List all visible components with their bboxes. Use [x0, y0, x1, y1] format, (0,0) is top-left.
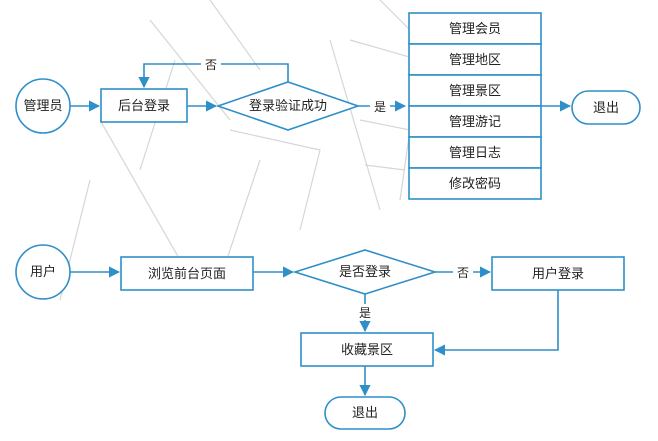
admin-start-label: 管理员	[23, 99, 62, 114]
admin-no-label: 否	[205, 58, 217, 72]
admin-login-node	[100, 88, 188, 123]
no-label-bg	[201, 56, 221, 72]
user-exit-node	[324, 396, 406, 430]
admin-menu-item-label: 管理日志	[449, 146, 501, 161]
favorite-node	[300, 332, 434, 367]
admin-menu-item-box	[408, 105, 542, 138]
admin-menu-item-label: 修改密码	[449, 176, 501, 192]
admin-login-label: 后台登录	[118, 99, 170, 114]
admin-exit-label: 退出	[593, 101, 619, 116]
admin-verify-label: 登录验证成功	[249, 98, 327, 114]
browse-label: 浏览前台页面	[148, 266, 226, 282]
user-no-label-bg	[453, 264, 473, 280]
user-flow: 用户 浏览前台页面 是否登录 否 用户登录 是 收藏景区 退出	[15, 244, 625, 430]
admin-menu-item-box	[408, 43, 542, 76]
admin-menu-item-label: 管理景区	[449, 84, 501, 99]
admin-menu-item-box	[408, 136, 542, 169]
user-login-label: 用户登录	[532, 266, 584, 282]
yes-label-bg	[370, 98, 390, 114]
user-yes-label: 是	[359, 306, 371, 320]
admin-yes-label: 是	[374, 100, 386, 114]
admin-menu-item-box	[408, 74, 542, 107]
browse-node	[120, 256, 254, 291]
admin-menu-item-label: 管理地区	[449, 53, 501, 68]
login-decision-label: 是否登录	[339, 265, 391, 280]
user-no-label: 否	[457, 266, 469, 280]
admin-menu-item-label: 管理游记	[449, 115, 501, 130]
edge-login-to-favorite	[433, 290, 559, 356]
admin-menu-item-box	[408, 167, 542, 200]
admin-menu-item-label: 管理会员	[449, 22, 501, 37]
admin-flow: 管理员 后台登录 登录验证成功 否 是 管理会员管理地区管理景区管理游记管理日志…	[15, 12, 641, 200]
user-exit-label: 退出	[352, 406, 378, 421]
favorite-label: 收藏景区	[341, 343, 393, 358]
admin-menu-item-box	[408, 12, 542, 45]
admin-exit-node	[571, 90, 641, 125]
user-start-label: 用户	[30, 264, 56, 280]
user-yes-label-bg	[355, 304, 375, 320]
